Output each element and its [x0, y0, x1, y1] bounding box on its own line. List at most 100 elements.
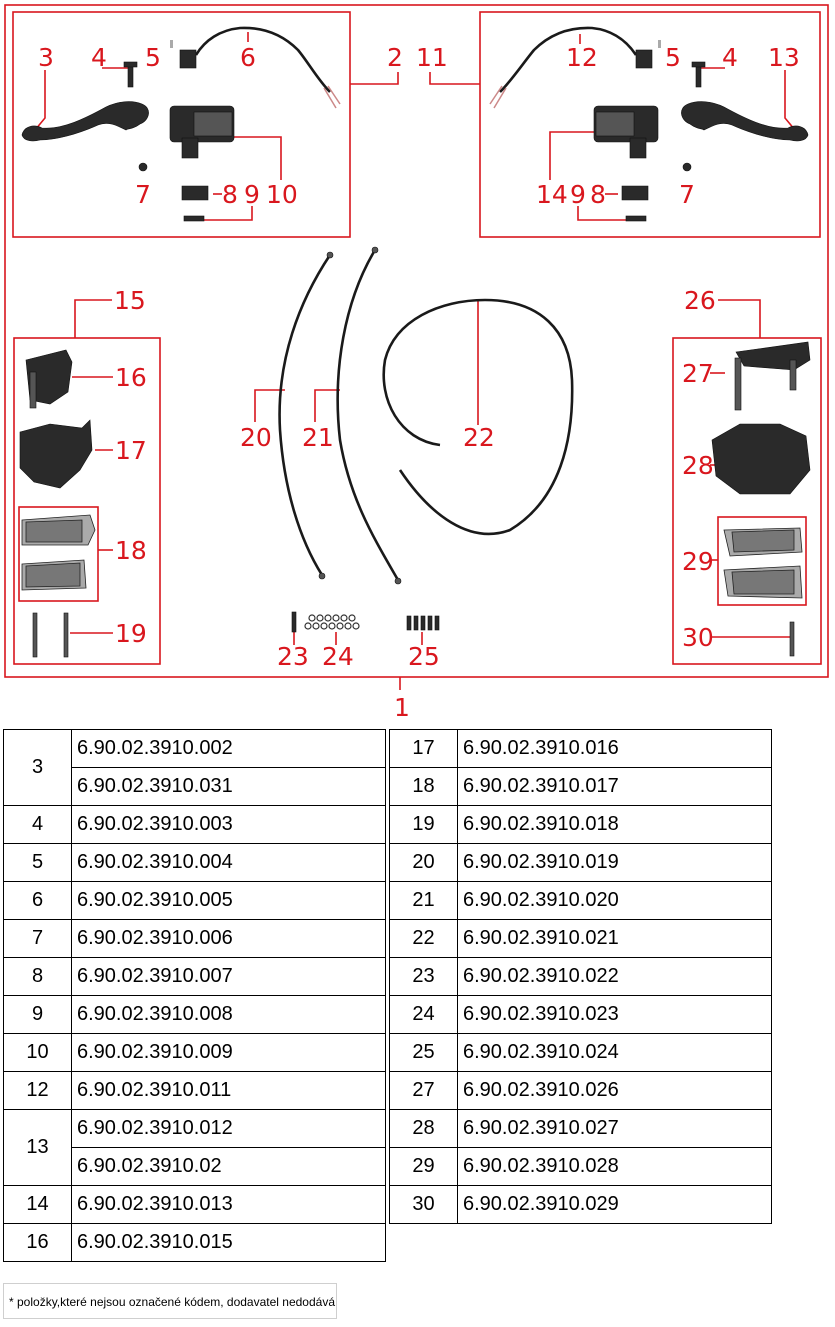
hose-20-end-top — [326, 251, 334, 259]
callout-14: 14 — [536, 180, 568, 209]
part-code: 6.90.02.3910.008 — [71, 995, 386, 1034]
callout-15: 15 — [114, 286, 146, 315]
left-master-cylinder-port — [181, 137, 199, 159]
part-position: 28 — [389, 1109, 458, 1148]
right-pad-lower-lining — [731, 569, 795, 595]
brake-hose-22 — [382, 298, 574, 536]
part-position: 14 — [3, 1185, 72, 1224]
leader-9r — [577, 206, 630, 221]
hose-21-end-top — [371, 246, 379, 254]
part-code: 6.90.02.3910.02 — [71, 1147, 386, 1186]
callout-19: 19 — [115, 619, 147, 648]
right-clamp-8 — [621, 185, 649, 201]
right-master-cylinder-port — [629, 137, 647, 159]
callout-10: 10 — [266, 180, 298, 209]
leader-9 — [200, 206, 253, 221]
callout-2: 2 — [387, 43, 403, 72]
part-position: 9 — [3, 995, 72, 1034]
part-code: 6.90.02.3910.013 — [71, 1185, 386, 1224]
right-switch-wires — [489, 85, 507, 109]
part-code: 6.90.02.3910.029 — [457, 1185, 772, 1224]
left-brake-switch-cable — [194, 26, 331, 93]
leader-13 — [784, 70, 796, 131]
hose-20-end-bottom — [318, 572, 326, 580]
callout-4: 4 — [91, 43, 107, 72]
right-clamp-bolt-9 — [625, 215, 647, 222]
right-master-cylinder-cap — [595, 111, 635, 137]
callout-26: 26 — [684, 286, 716, 315]
right-caliper-bracket-27 — [735, 341, 811, 371]
callout-6: 6 — [240, 43, 256, 72]
right-screw-5 — [658, 40, 661, 48]
callout-7: 7 — [135, 180, 151, 209]
callout-5r: 5 — [665, 43, 681, 72]
part-code: 6.90.02.3910.002 — [71, 729, 386, 768]
left-clamp-bolt-9 — [183, 215, 205, 222]
left-lever-bolt-head — [123, 61, 138, 68]
part-position: 6 — [3, 881, 72, 920]
callout-7r: 7 — [679, 180, 695, 209]
callout-9: 9 — [244, 180, 260, 209]
box-right-master-cylinder — [479, 11, 821, 238]
part-position: 22 — [389, 919, 458, 958]
bolts-25 — [406, 615, 440, 631]
leader-20 — [254, 389, 285, 422]
part-position: 8 — [3, 957, 72, 996]
leader-15 — [74, 299, 112, 338]
callout-24: 24 — [322, 642, 354, 671]
part-code: 6.90.02.3910.015 — [71, 1223, 386, 1262]
box-right-pads — [717, 516, 807, 606]
outer-frame — [4, 4, 829, 678]
box-left-master-cylinder — [12, 11, 351, 238]
left-nut-7 — [138, 162, 148, 172]
part-code: 6.90.02.3910.006 — [71, 919, 386, 958]
callout-18: 18 — [115, 536, 147, 565]
part-code: 6.90.02.3910.016 — [457, 729, 772, 768]
part-position: 17 — [389, 729, 458, 768]
part-position: 18 — [389, 767, 458, 806]
part-code: 6.90.02.3910.003 — [71, 805, 386, 844]
right-caliper-28 — [711, 423, 811, 495]
part-code: 6.90.02.3910.005 — [71, 881, 386, 920]
part-position: 29 — [389, 1147, 458, 1186]
leader-10 — [215, 136, 282, 180]
part-code: 6.90.02.3910.012 — [71, 1109, 386, 1148]
part-code: 6.90.02.3910.007 — [71, 957, 386, 996]
part-position: 10 — [3, 1033, 72, 1072]
callout-21: 21 — [302, 423, 334, 452]
leader-11 — [429, 72, 480, 85]
part-position: 5 — [3, 843, 72, 882]
part-code: 6.90.02.3910.021 — [457, 919, 772, 958]
callout-8: 8 — [222, 180, 238, 209]
left-pad-lower-lining — [25, 562, 81, 588]
part-code: 6.90.02.3910.020 — [457, 881, 772, 920]
box-left-caliper — [13, 337, 161, 665]
callout-5: 5 — [145, 43, 161, 72]
left-brake-lever — [21, 101, 149, 142]
callout-30: 30 — [682, 623, 714, 652]
exploded-parts-diagram: 1 2 3 4 5 6 7 8 9 10 11 12 5 4 13 14 9 8… — [4, 4, 829, 720]
callout-8r: 8 — [590, 180, 606, 209]
left-screw-5 — [170, 40, 173, 48]
left-pin-19a — [32, 612, 38, 658]
callout-13: 13 — [768, 43, 800, 72]
part-code: 6.90.02.3910.011 — [71, 1071, 386, 1110]
brake-hose-20 — [278, 254, 332, 576]
part-code: 6.90.02.3910.004 — [71, 843, 386, 882]
part-position: 24 — [389, 995, 458, 1034]
